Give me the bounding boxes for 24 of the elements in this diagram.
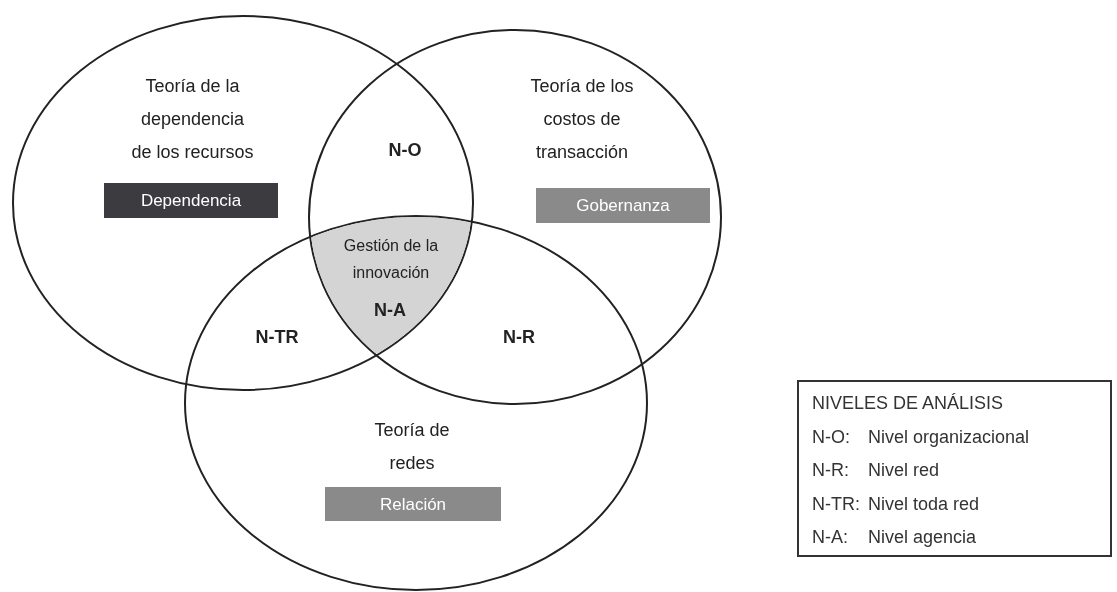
concept-tag: Dependencia — [104, 183, 278, 218]
concept-tag: Gobernanza — [536, 188, 710, 223]
theory-ellipse — [308, 29, 722, 405]
theory-ellipse — [184, 215, 648, 591]
legend-heading: NIVELES DE ANÁLISIS — [812, 392, 1005, 415]
level-code: N-R: — [812, 459, 850, 483]
theory-title: Teoría de los costos de transacción — [529, 75, 635, 164]
level-description: Nivel red — [868, 459, 941, 483]
level-code: N-O — [388, 139, 422, 161]
level-description: Nivel agencia — [868, 526, 978, 550]
level-description: Nivel toda red — [868, 492, 981, 516]
level-description: Nivel organizacional — [868, 425, 1031, 449]
level-code: N-TR: — [812, 492, 860, 516]
legend-box — [797, 380, 1112, 557]
theory-title: Teoría de redes — [373, 419, 451, 475]
level-code: N-R — [503, 326, 535, 348]
level-code: N-O: — [812, 425, 851, 449]
level-code: N-TR — [255, 326, 299, 348]
center-title: Gestión de la innovación — [342, 236, 440, 283]
theory-title: Teoría de la dependencia de los recursos — [130, 75, 255, 164]
level-code: N-A — [373, 299, 407, 322]
level-code: N-A: — [812, 526, 849, 550]
concept-tag: Relación — [325, 487, 501, 521]
theory-ellipse — [12, 15, 474, 391]
